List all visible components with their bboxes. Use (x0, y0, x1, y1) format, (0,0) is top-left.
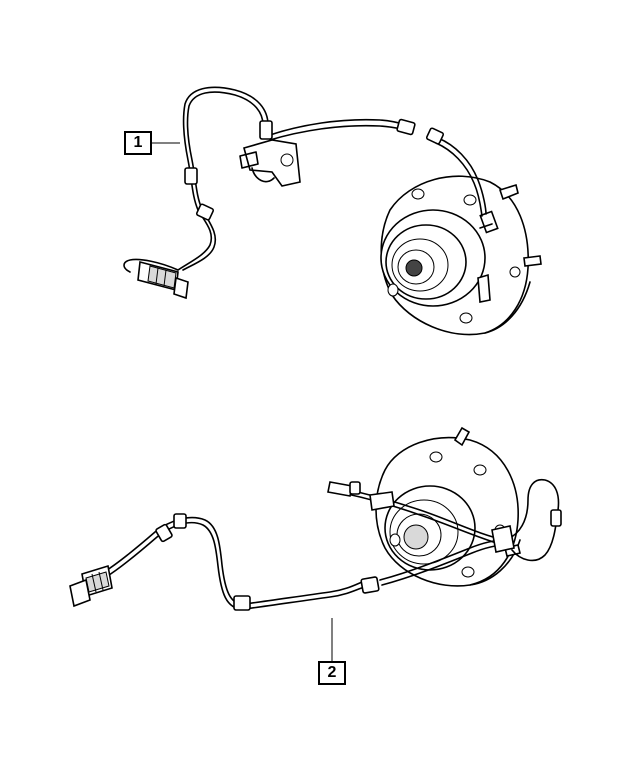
upper-hub-center (405, 259, 423, 277)
upper-hub-assembly (380, 175, 542, 336)
callout-1[interactable]: 1 (124, 131, 152, 155)
upper-connector (123, 258, 189, 300)
callout-2[interactable]: 2 (318, 661, 346, 685)
lower-sensor-cable (69, 478, 562, 611)
lower-connector (69, 564, 113, 608)
upper-bracket (243, 139, 301, 187)
upper-sensor-cable (123, 86, 487, 300)
